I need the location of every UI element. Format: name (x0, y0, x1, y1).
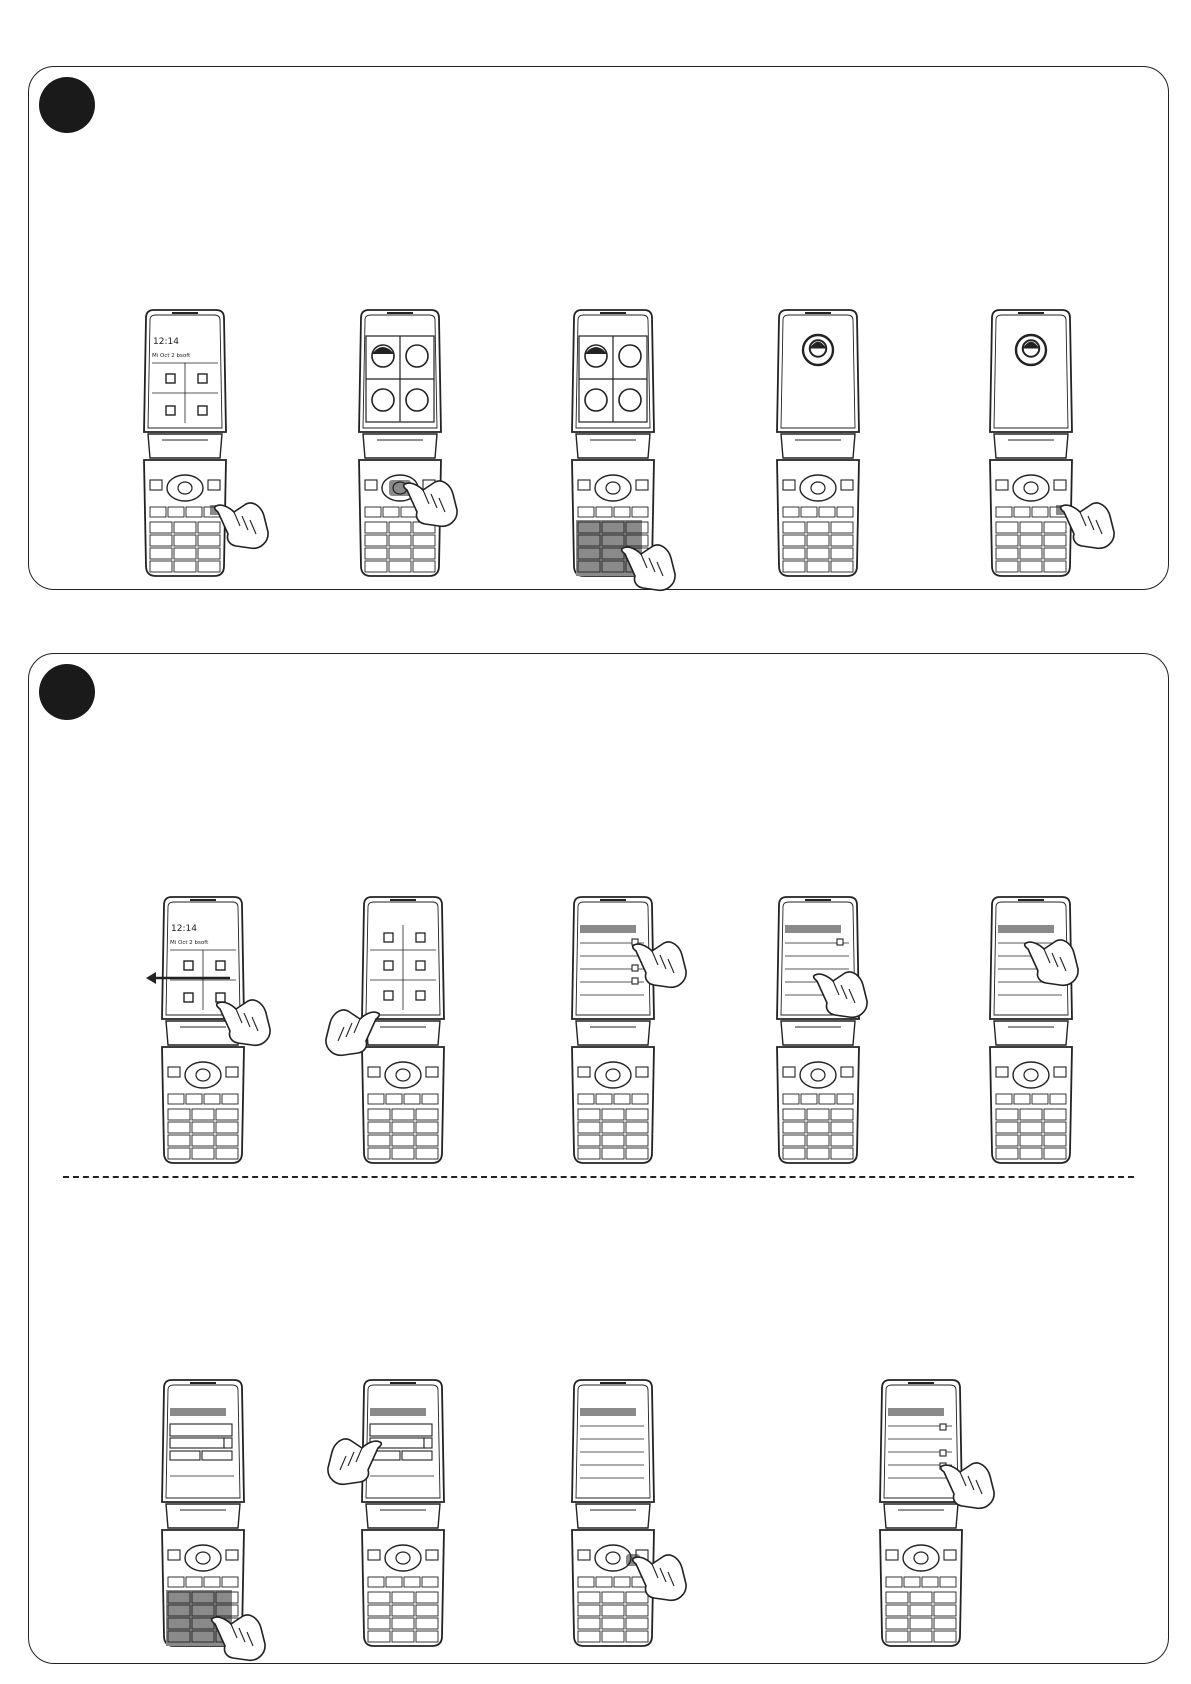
flip-phone-icon (358, 1378, 448, 1648)
flip-phone-icon (773, 308, 863, 578)
flip-phone-icon: 12:14 Mi Oct 2 bsoft (140, 308, 230, 578)
flip-phone-icon (355, 308, 445, 578)
step-badge-2-icon (39, 664, 95, 720)
flip-phone-icon (568, 1378, 658, 1648)
section-divider (63, 1176, 1134, 1178)
flip-phone-icon (986, 308, 1076, 578)
avatar-icon (1016, 335, 1046, 365)
checkbox-icon (940, 1450, 946, 1456)
flip-phone-icon: 12:14 Mi Oct 2 bsoft (158, 895, 248, 1165)
home-subtitle: Mi Oct 2 bsoft (170, 940, 209, 946)
checkbox-icon (632, 965, 638, 971)
flip-phone-icon (876, 1378, 966, 1648)
checkbox-icon (940, 1424, 946, 1430)
home-time: 12:14 (153, 337, 179, 347)
phone-screen (1016, 335, 1046, 365)
flip-phone-icon (158, 1378, 248, 1648)
avatar-icon (803, 335, 833, 365)
checkbox-icon (632, 978, 638, 984)
flip-phone-icon (773, 895, 863, 1165)
flip-phone-icon (358, 895, 448, 1165)
phone-screen (803, 335, 833, 365)
home-time: 12:14 (171, 924, 197, 934)
flip-phone-icon (986, 895, 1076, 1165)
home-subtitle: Mi Oct 2 bsoft (152, 353, 191, 359)
flip-phone-icon (568, 895, 658, 1165)
step-badge-1-icon (39, 77, 95, 133)
flip-phone-icon (568, 308, 658, 578)
checkbox-icon (837, 939, 843, 945)
